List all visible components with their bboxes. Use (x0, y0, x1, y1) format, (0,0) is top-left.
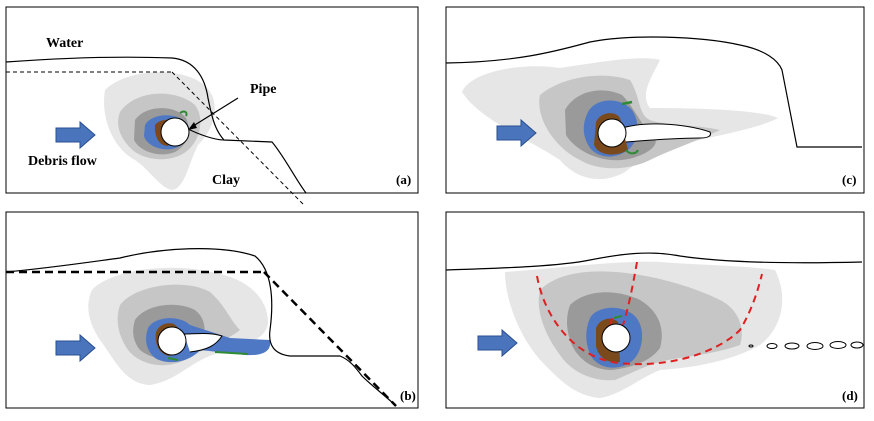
panel-d-label: (d) (842, 388, 858, 403)
right-arrow-icon (477, 328, 518, 358)
soil-surface-b (5, 248, 397, 407)
panel-b: (b) (5, 211, 419, 409)
contour-green-c2 (625, 149, 639, 155)
bubble-d5 (829, 341, 847, 349)
pipe-c (597, 118, 627, 148)
failure-line-outer-d (536, 273, 763, 366)
panel-c-label: (c) (842, 172, 856, 187)
right-arrow-icon (55, 120, 96, 150)
pipe-d (601, 323, 631, 353)
scar-a (185, 127, 225, 141)
soil-surface-c (445, 36, 862, 148)
panel-a: Water Pipe Debris flow Clay (a) (5, 6, 419, 206)
contour-green-b1 (214, 351, 249, 355)
dashed-slope-b (263, 271, 397, 407)
contour-green-d (613, 315, 623, 319)
bubble-d4 (806, 342, 824, 350)
cavity-c (621, 123, 711, 143)
pipe-pointer-line (189, 97, 239, 129)
panel-c: (c) (445, 6, 865, 194)
pipe-label: Pipe (250, 82, 276, 97)
right-arrow-icon (496, 118, 537, 148)
soil-surface-a (5, 56, 307, 194)
panel-b-label: (b) (400, 388, 416, 403)
panel-d: (d) (445, 211, 865, 409)
contour-green-b2 (167, 357, 179, 361)
contour-green-a (179, 110, 188, 117)
bubble-d3 (784, 342, 800, 350)
pipe-a (160, 117, 190, 147)
panel-a-label: (a) (396, 172, 411, 187)
cavity-b (183, 333, 223, 353)
right-arrow-icon (55, 333, 96, 363)
pipe-b (157, 326, 187, 356)
contour-green-c1 (621, 100, 633, 106)
dashed-slope-a (171, 71, 305, 206)
water-label: Water (46, 36, 83, 51)
clay-label: Clay (212, 173, 240, 188)
debris-flow-label: Debris flow (28, 154, 98, 169)
soil-surface-d (445, 252, 863, 271)
bubble-d6 (850, 341, 864, 349)
bubble-d2 (766, 343, 778, 349)
failure-line-inner-d (621, 261, 638, 329)
bubble-d1 (748, 344, 754, 348)
pipe-pointer-arrowhead (188, 122, 197, 130)
